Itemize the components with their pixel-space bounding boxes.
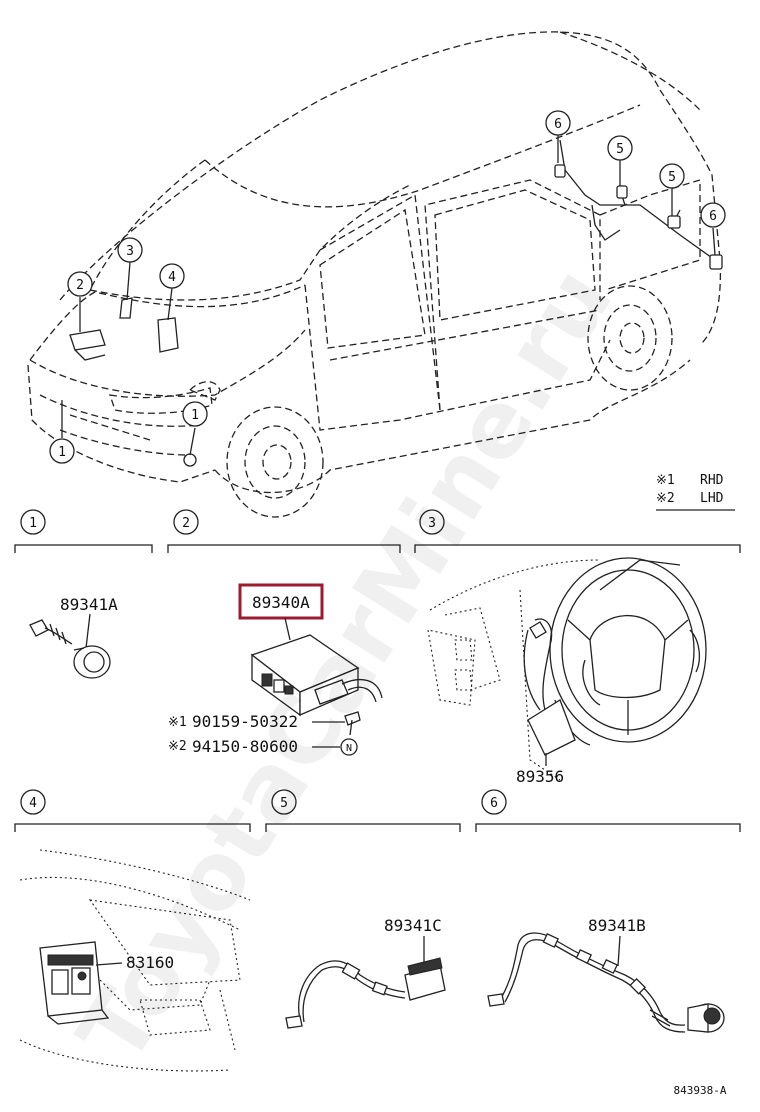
section-number: 3 [428, 516, 436, 531]
section-number: 6 [490, 796, 498, 811]
callout-bubble [700, 202, 726, 228]
section-5-sensor-harness: 89341C [285, 916, 446, 1029]
callout-label: 3 [126, 244, 134, 259]
part-number-90159-50322[interactable]: 90159-50322 [192, 712, 298, 731]
callout-label: 6 [554, 117, 562, 132]
nut-symbol [340, 738, 358, 756]
part-number-83160[interactable]: 83160 [126, 953, 174, 972]
section-header-2: 2 [167, 509, 401, 553]
vehicle-overview: 2 3 4 1 1 6 5 5 6 [27, 31, 726, 518]
callout-label: 5 [668, 170, 676, 185]
legend-rhd-mark: ※1 [656, 473, 675, 488]
watermark: ToyotaCarMine.ru [58, 249, 633, 1081]
part-number-89341B[interactable]: 89341B [588, 916, 646, 935]
legend-rhd-text: RHD [700, 473, 724, 488]
callout-bubble [545, 110, 571, 136]
section-6-sensor-harness: 89341B [487, 916, 725, 1033]
part-number-89356[interactable]: 89356 [516, 767, 564, 786]
section-1-sensor: 89341A [29, 595, 118, 679]
callout-bubble [67, 271, 93, 297]
section-number: 4 [29, 796, 37, 811]
fastener-mark-2: ※2 [168, 739, 187, 754]
callout-bubble [117, 237, 143, 263]
section-header-6: 6 [475, 789, 741, 832]
legend-lhd-mark: ※2 [656, 491, 675, 506]
callout-label: 4 [168, 270, 176, 285]
section-4-switch: 83160 [19, 849, 251, 1072]
callout-label: 2 [76, 278, 84, 293]
legend-lhd-text: LHD [700, 491, 724, 506]
part-highlight-frame [238, 583, 324, 620]
part-number-89341A[interactable]: 89341A [60, 595, 118, 614]
section-number: 2 [182, 516, 190, 531]
nut-symbol-label: N [346, 743, 352, 754]
part-number-94150-80600[interactable]: 94150-80600 [192, 737, 298, 756]
section-number: 5 [280, 796, 288, 811]
part-number-89341C[interactable]: 89341C [384, 916, 442, 935]
callout-label: 1 [191, 408, 199, 423]
callout-bubble [659, 163, 685, 189]
diagram-code: 843938-A [674, 1084, 727, 1097]
section-2-ecu: 89340A ※1 90159-50322 ※2 94150-80600 N [168, 583, 383, 756]
callout-bubble [607, 135, 633, 161]
part-number-89340A[interactable]: 89340A [252, 593, 310, 612]
fastener-mark-1: ※1 [168, 715, 187, 730]
callout-label: 1 [58, 445, 66, 460]
callout-label: 6 [709, 209, 717, 224]
section-header-1: 1 [14, 509, 153, 553]
legend: ※1 RHD ※2 LHD [656, 473, 735, 511]
section-number: 1 [29, 516, 37, 531]
callout-label: 5 [616, 142, 624, 157]
section-header-5: 5 [265, 789, 461, 832]
callout-bubble [182, 401, 208, 427]
callout-bubble [159, 263, 185, 289]
section-header-4: 4 [14, 789, 251, 832]
section-header-3: 3 [414, 509, 741, 553]
callout-bubble [49, 438, 75, 464]
section-3-steering-area: 89356 [427, 557, 707, 786]
